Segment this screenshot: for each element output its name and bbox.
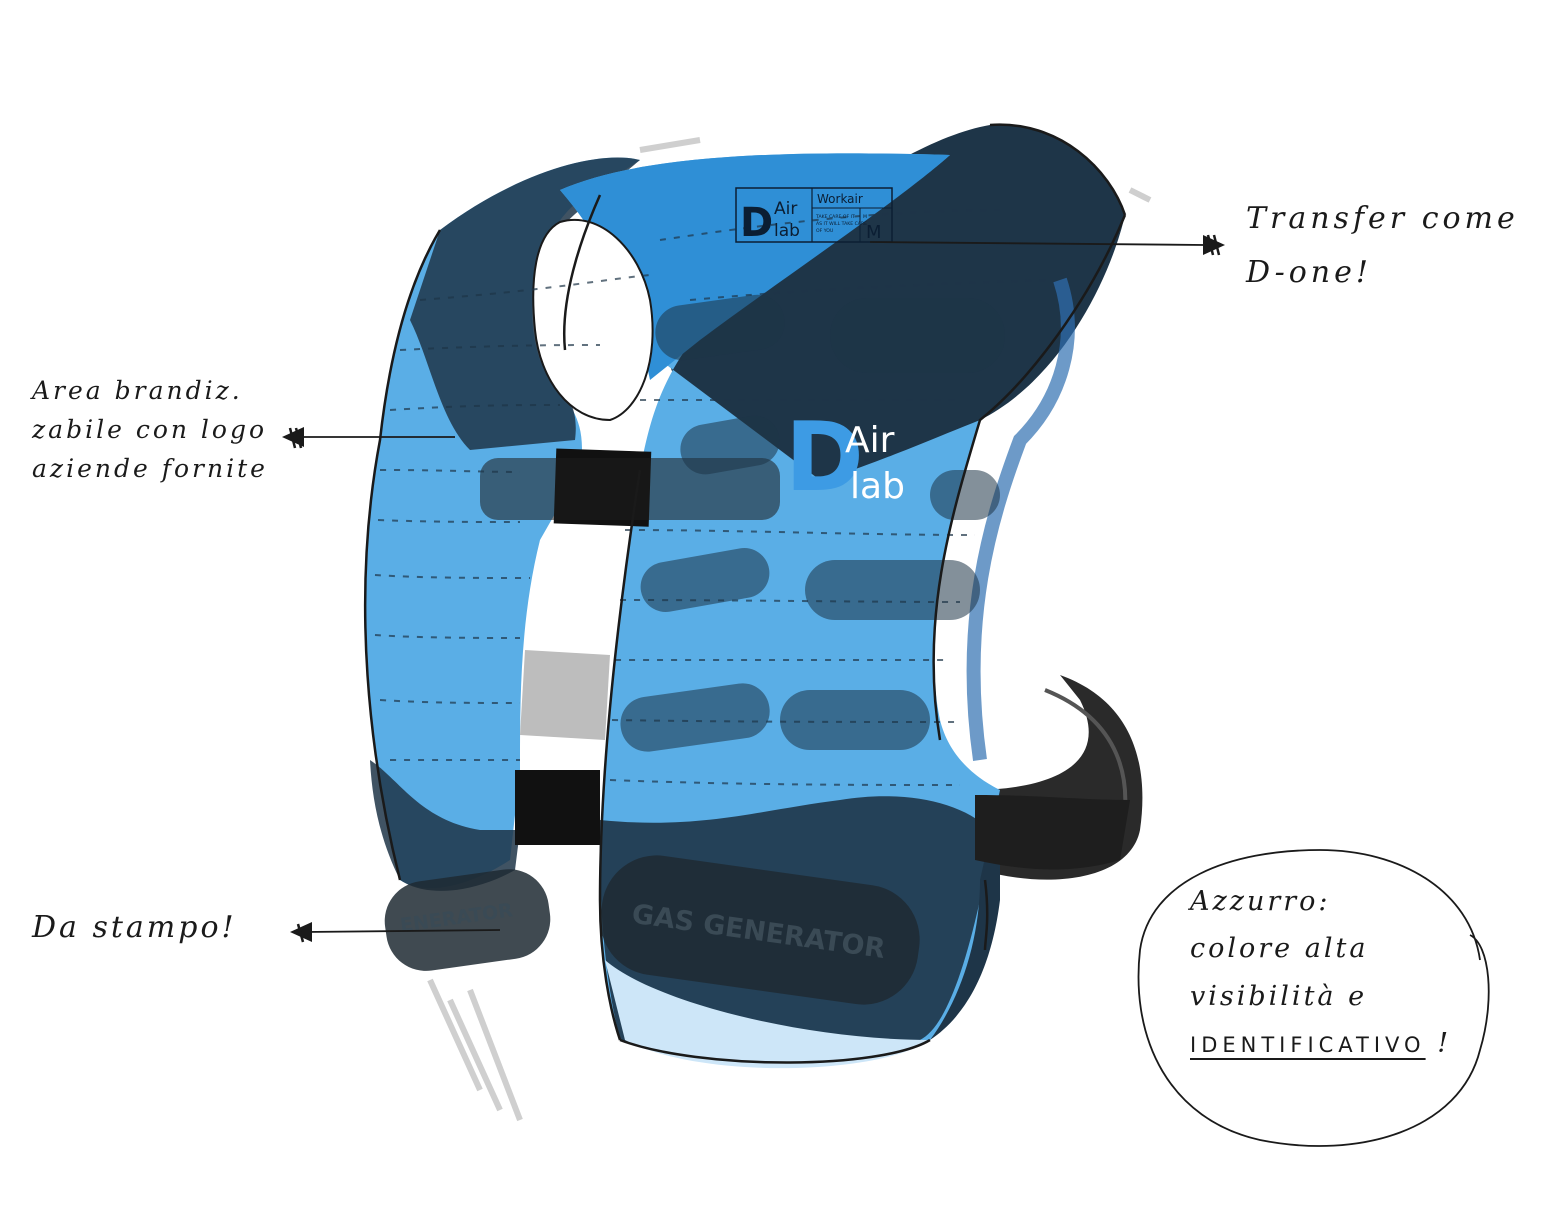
chest-logo-d: D xyxy=(785,403,864,513)
gas-generator-left xyxy=(384,869,551,971)
annotation-brand-line-1: Area brandiz. xyxy=(32,376,243,405)
annotation-transfer-line-1: Transfer come xyxy=(1246,201,1519,236)
vest-front-hem xyxy=(605,960,930,1069)
annotation-color-line-3: visibilità e xyxy=(1190,980,1368,1012)
label-logo-air: Air xyxy=(774,199,797,219)
waist-strap-front xyxy=(975,795,1130,870)
side-gap-shadow xyxy=(520,650,610,740)
label-size-marker: M xyxy=(863,214,867,220)
sketch-shadow-strokes xyxy=(427,137,1152,1122)
vest-left-shade xyxy=(410,157,640,450)
annotation-stamp: Da stampo! xyxy=(32,905,237,952)
label-size: M xyxy=(866,222,882,243)
annotation-brand-line-3: aziende fornite xyxy=(32,453,268,483)
label-tagline-3: OF YOU xyxy=(816,228,833,234)
buckle-lower xyxy=(515,770,600,845)
pad-shadows xyxy=(620,294,1005,752)
annotation-transfer-line-2: D-one! xyxy=(1246,255,1372,290)
chest-logo-lab: lab xyxy=(850,466,905,507)
annotation-color-line-1: Azzurro: xyxy=(1190,886,1331,917)
label-tagline-2: AS IT WILL TAKE CARE xyxy=(816,221,867,227)
annotation-brand-area: Area brandiz. zabile con logo aziende fo… xyxy=(32,372,268,488)
annotation-color-line-4: IDENTIFICATIVO ! xyxy=(1190,1020,1451,1067)
annotation-transfer: Transfer come D-one! xyxy=(1246,192,1519,300)
leader-lines xyxy=(300,241,1490,1147)
annotation-color-line-2: colore alta xyxy=(1190,933,1369,965)
annotation-stamp-line-1: Da stampo! xyxy=(32,910,237,945)
gas-generator-right xyxy=(600,855,920,1005)
label-logo-lab: lab xyxy=(774,221,800,241)
vest-right-panel-edge xyxy=(966,277,1075,761)
outline-strokes xyxy=(363,123,1127,1064)
stitching-lines xyxy=(374,209,1051,786)
annotation-color-emphasis: IDENTIFICATIVO xyxy=(1190,1032,1426,1057)
chest-logo-air: Air xyxy=(845,420,895,461)
annotation-brand-line-2: zabile con logo xyxy=(32,414,268,444)
label-patch: D Air lab Workair TAKE CARE OF IT AS IT … xyxy=(735,187,893,246)
vest-left-bottom-shade xyxy=(370,760,520,891)
annotation-color-exclaim: ! xyxy=(1437,1027,1452,1059)
label-product: Workair xyxy=(817,192,863,206)
label-tagline-1: TAKE CARE OF IT xyxy=(815,214,855,220)
annotation-color: Azzurro: colore alta visibilità e IDENTI… xyxy=(1190,878,1451,1067)
arrow-tails xyxy=(288,234,1221,943)
label-logo-d: D xyxy=(740,200,773,246)
